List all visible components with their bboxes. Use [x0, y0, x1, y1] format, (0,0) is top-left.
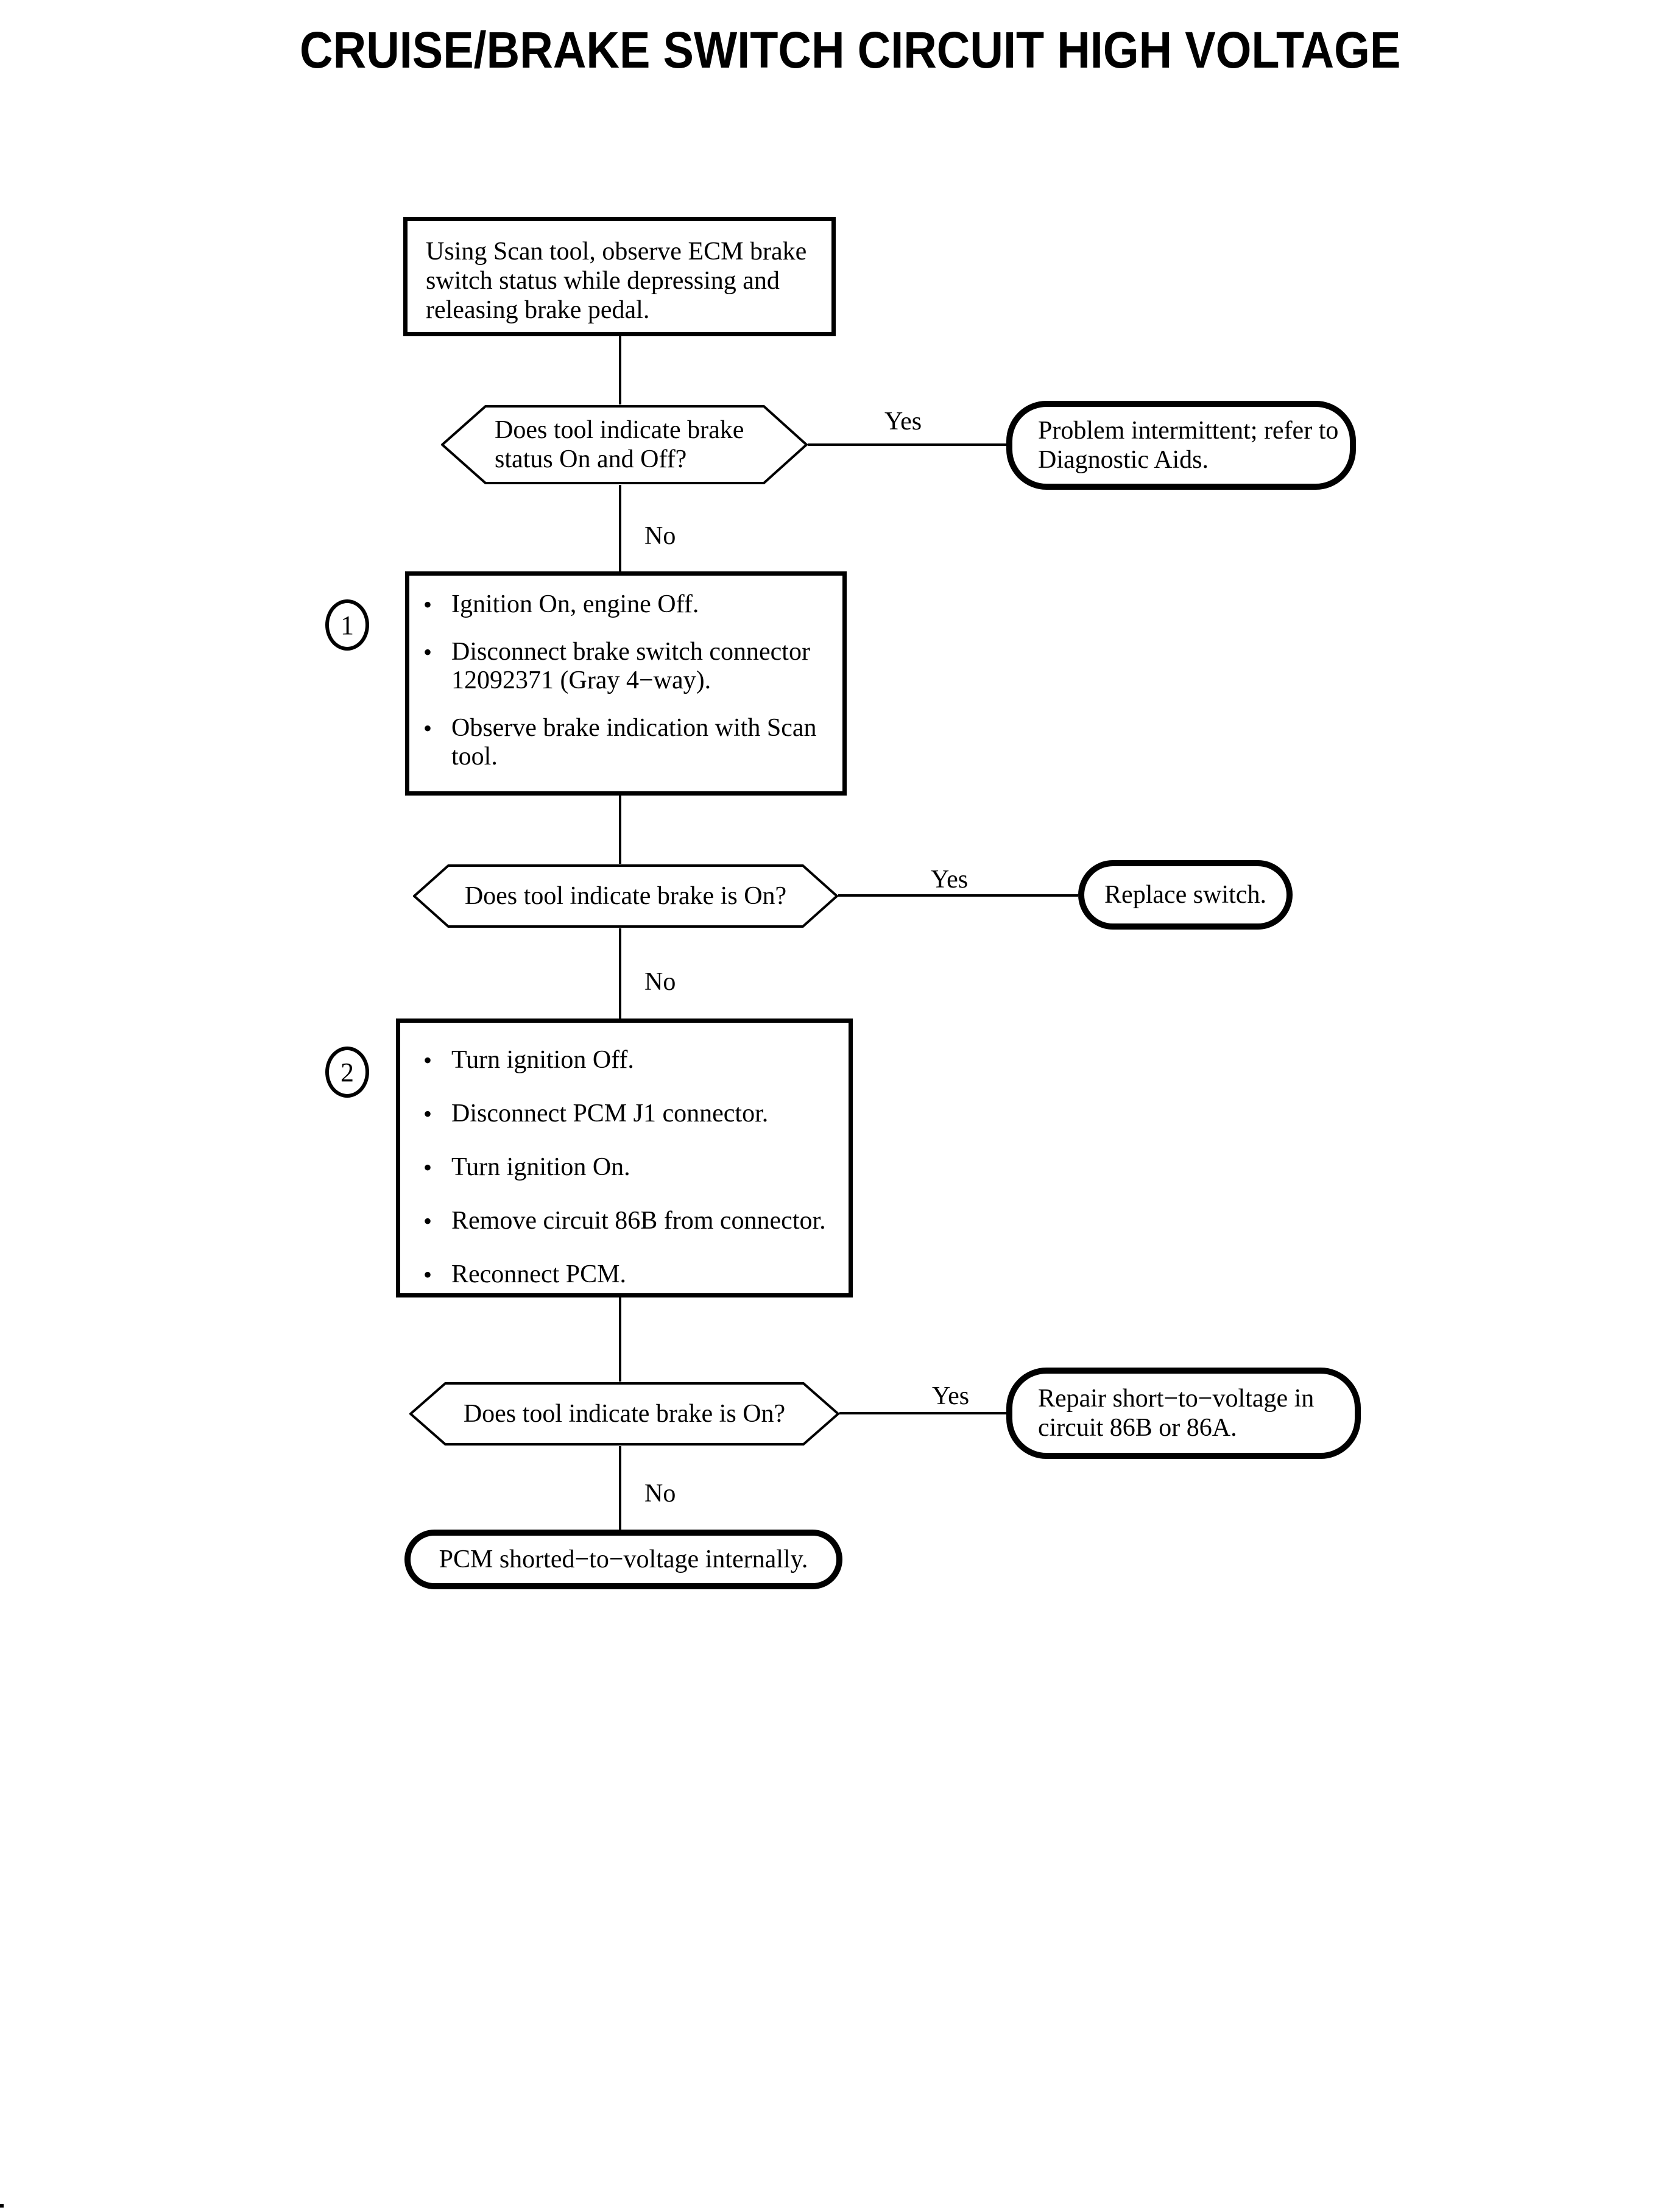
step-2-bullet-2: Disconnect PCM J1 connector.: [451, 1100, 769, 1128]
step-2-bullet-1: Turn ignition Off.: [451, 1046, 634, 1074]
result-2-terminal: Replace switch.: [1078, 860, 1293, 930]
step-2-bullet-4: Remove circuit 86B from connector.: [451, 1207, 826, 1235]
connector-start-to-decision1: [619, 336, 621, 404]
connector-decision2-no: [619, 928, 621, 1019]
bullet-icon: •: [423, 638, 432, 666]
step-1-bullet-3: Observe brake indication with Scan tool.: [451, 714, 817, 771]
list-item: • Turn ignition On.: [423, 1153, 840, 1182]
list-item: • Turn ignition Off.: [423, 1046, 840, 1075]
step-2-circle: 2: [325, 1047, 369, 1098]
list-item: • Remove circuit 86B from connector.: [423, 1207, 840, 1235]
decision-3-yes-label: Yes: [932, 1382, 970, 1410]
decision-2-question: Does tool indicate brake is On?: [464, 882, 787, 910]
step-2-box: • Turn ignition Off. • Disconnect PCM J1…: [396, 1019, 853, 1297]
bullet-icon: •: [423, 591, 432, 618]
step-2-bullet-list: • Turn ignition Off. • Disconnect PCM J1…: [400, 1023, 849, 1314]
decision-2-no-label: No: [644, 968, 676, 996]
list-item: • Disconnect PCM J1 connector.: [423, 1100, 840, 1128]
corner-artifact-dot: [0, 2204, 4, 2208]
step-1-circle: 1: [325, 599, 369, 651]
connector-decision3-no: [619, 1446, 621, 1530]
step-1-bullet-1: Ignition On, engine Off.: [451, 590, 699, 618]
connector-decision3-yes: [839, 1412, 1006, 1414]
step-2-bullet-5: Reconnect PCM.: [451, 1260, 626, 1288]
bullet-icon: •: [423, 1047, 432, 1074]
list-item: • Observe brake indication with Scan too…: [423, 714, 834, 771]
bullet-icon: •: [423, 1100, 432, 1128]
bullet-icon: •: [423, 1154, 432, 1181]
list-item: • Disconnect brake switch connector 1209…: [423, 638, 834, 695]
connector-decision1-yes: [808, 443, 1006, 446]
hexagon-shape: [441, 405, 808, 484]
final-terminal: PCM shorted−to−voltage internally.: [404, 1530, 842, 1589]
final-terminal-text: PCM shorted−to−voltage internally.: [439, 1545, 808, 1573]
bullet-icon: •: [423, 1261, 432, 1288]
connector-decision2-yes: [838, 894, 1078, 897]
result-3-text: Repair short−to−voltage in circuit 86B o…: [1038, 1385, 1315, 1442]
step-1-bullet-2: Disconnect brake switch connector 120923…: [451, 638, 810, 694]
result-2-text: Replace switch.: [1104, 881, 1266, 909]
bullet-icon: •: [423, 715, 432, 742]
list-item: • Reconnect PCM.: [423, 1260, 840, 1289]
decision-1-question: Does tool indicate brake status On and O…: [495, 416, 744, 473]
step-1-box: • Ignition On, engine Off. • Disconnect …: [405, 571, 847, 796]
hexagon-shape: [413, 864, 838, 928]
bullet-icon: •: [423, 1207, 432, 1235]
step-1-bullet-list: • Ignition On, engine Off. • Disconnect …: [409, 576, 842, 790]
decision-1-yes-label: Yes: [884, 408, 922, 436]
step-1-number: 1: [341, 610, 354, 640]
list-item: • Ignition On, engine Off.: [423, 590, 834, 619]
start-box-text: Using Scan tool, observe ECM brake switc…: [426, 238, 807, 324]
connector-decision1-no: [619, 485, 621, 571]
page-title: CRUISE/BRAKE SWITCH CIRCUIT HIGH VOLTAGE: [300, 21, 1401, 79]
result-1-text: Problem intermittent; refer to Diagnosti…: [1038, 417, 1339, 474]
result-3-terminal: Repair short−to−voltage in circuit 86B o…: [1006, 1368, 1361, 1459]
decision-3-question: Does tool indicate brake is On?: [463, 1400, 786, 1428]
decision-2-hexagon: Does tool indicate brake is On?: [413, 864, 838, 928]
decision-1-no-label: No: [644, 522, 676, 550]
decision-1-hexagon: Does tool indicate brake status On and O…: [441, 404, 808, 485]
decision-3-hexagon: Does tool indicate brake is On?: [409, 1382, 839, 1446]
connector-step2-to-decision3: [619, 1297, 621, 1382]
hexagon-shape: [409, 1382, 839, 1446]
connector-step1-to-decision2: [619, 796, 621, 864]
decision-3-no-label: No: [644, 1480, 676, 1508]
result-1-terminal: Problem intermittent; refer to Diagnosti…: [1006, 401, 1356, 490]
decision-2-yes-label: Yes: [931, 866, 969, 894]
step-2-number: 2: [341, 1057, 354, 1087]
start-box: Using Scan tool, observe ECM brake switc…: [403, 217, 836, 336]
step-2-bullet-3: Turn ignition On.: [451, 1153, 630, 1181]
